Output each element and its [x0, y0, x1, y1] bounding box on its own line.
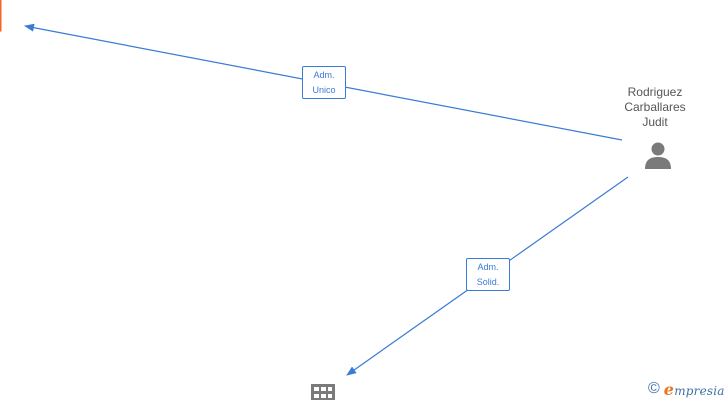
company-node-marker[interactable] — [0, 0, 10, 34]
building-icon[interactable] — [311, 384, 335, 400]
brand-logo-text: mpresia — [674, 383, 725, 398]
person-name-line: Judit — [642, 115, 668, 129]
edge-label-adm-solid[interactable]: Adm. Solid. — [466, 258, 510, 291]
copyright-brand: © empresia — [648, 378, 725, 400]
edge-label-line: Unico — [312, 85, 336, 95]
edge-label-adm-unico[interactable]: Adm. Unico — [302, 66, 346, 99]
person-name-line: Rodriguez — [627, 85, 683, 99]
person-icon[interactable] — [643, 140, 673, 170]
edge-label-line: Solid. — [476, 277, 500, 287]
person-node-name[interactable]: Rodriguez Carballares Judit — [600, 85, 710, 130]
brand-logo: empresia — [664, 380, 725, 399]
copyright-icon: © — [648, 380, 660, 397]
person-name-line: Carballares — [624, 100, 686, 114]
brand-logo-e: e — [663, 379, 675, 399]
edge-label-line: Adm. — [313, 70, 335, 80]
edge-label-line: Adm. — [477, 262, 499, 272]
